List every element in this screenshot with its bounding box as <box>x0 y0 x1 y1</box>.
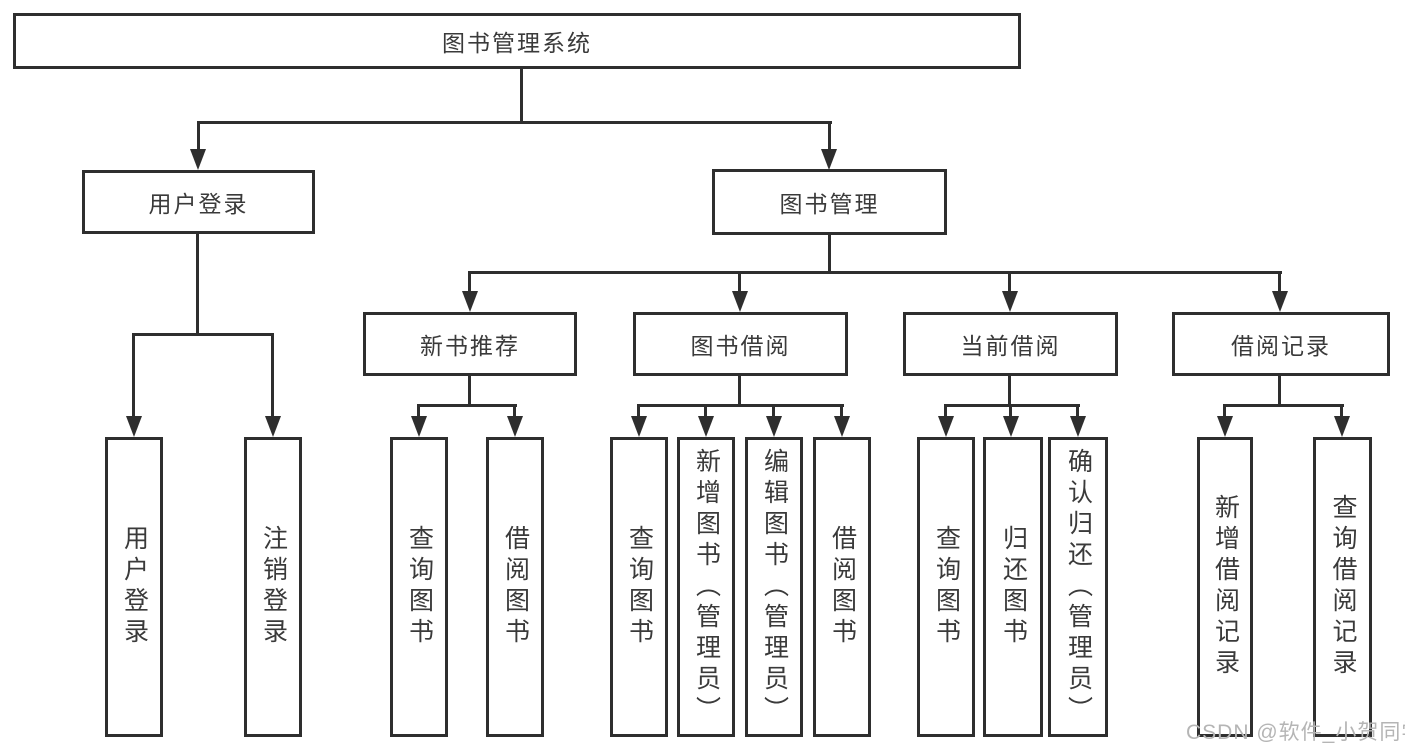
node-root-label: 图书管理系统 <box>442 30 592 56</box>
arrow-down-icon <box>1002 291 1018 312</box>
arrow-down-icon <box>190 149 206 170</box>
leaf-user-login: 用户登录 <box>105 437 163 737</box>
connector-drop-bookborrow <box>738 271 741 294</box>
node-root: 图书管理系统 <box>13 13 1021 69</box>
arrow-down-icon <box>265 416 281 437</box>
node-user-login: 用户登录 <box>82 170 315 234</box>
leaf-return-books: 归还图书 <box>983 437 1043 737</box>
connector-drop <box>772 404 775 419</box>
leaf-query-borrow-record: 查询借阅记录 <box>1313 437 1372 737</box>
connector-bookmgmt-stem <box>828 234 831 274</box>
connector-newbook-stem <box>468 375 471 407</box>
connector-newbook-hline <box>417 404 517 407</box>
connector-drop <box>637 404 640 419</box>
leaf-label: 查询图书 <box>625 525 654 649</box>
leaf-label: 查询图书 <box>932 525 961 649</box>
leaf-add-books-admin: 新增图书（管理员） <box>677 437 735 737</box>
connector-drop <box>1340 404 1343 419</box>
connector-drop <box>417 404 420 419</box>
leaf-add-borrow-record: 新增借阅记录 <box>1197 437 1253 737</box>
connector-currentborrow-stem <box>1008 375 1011 407</box>
arrow-down-icon <box>1334 416 1350 437</box>
node-book-borrow: 图书借阅 <box>633 312 848 376</box>
connector-drop <box>704 404 707 419</box>
leaf-label: 新增图书（管理员） <box>692 447 721 727</box>
connector-drop <box>1009 404 1012 419</box>
arrow-down-icon <box>1070 416 1086 437</box>
node-book-borrow-label: 图书借阅 <box>690 333 791 359</box>
connector-drop <box>944 404 947 419</box>
connector-login-stem <box>196 233 199 336</box>
arrow-down-icon <box>834 416 850 437</box>
connector-root-hline <box>197 121 832 124</box>
connector-bookborrow-hline <box>637 404 844 407</box>
arrow-down-icon <box>821 149 837 170</box>
connector-drop <box>1076 404 1079 419</box>
leaf-label: 查询借阅记录 <box>1329 494 1357 680</box>
leaf-query-books-current: 查询图书 <box>917 437 975 737</box>
node-book-management-label: 图书管理 <box>779 191 880 217</box>
arrow-down-icon <box>411 416 427 437</box>
connector-drop-login-leaf2 <box>271 333 274 418</box>
leaf-borrow-books-recommend: 借阅图书 <box>486 437 544 737</box>
arrow-down-icon <box>1003 416 1019 437</box>
leaf-label: 新增借阅记录 <box>1211 494 1240 680</box>
arrow-down-icon <box>1272 291 1288 312</box>
node-new-book-recommend: 新书推荐 <box>363 312 577 376</box>
leaf-label: 注销登录 <box>259 525 288 649</box>
leaf-label: 编辑图书（管理员） <box>760 447 789 727</box>
leaf-confirm-return-admin: 确认归还（管理员） <box>1048 437 1108 737</box>
leaf-label: 借阅图书 <box>501 525 530 649</box>
leaf-query-books: 查询图书 <box>610 437 668 737</box>
node-current-borrow: 当前借阅 <box>903 312 1118 376</box>
connector-root-stem <box>520 68 523 124</box>
leaf-label: 查询图书 <box>405 525 434 649</box>
leaf-label: 归还图书 <box>999 525 1028 649</box>
connector-drop <box>1223 404 1226 419</box>
connector-drop-borrowrecord <box>1278 271 1281 294</box>
csdn-watermark: CSDN @软件_小贺同学 <box>1186 721 1405 744</box>
node-new-book-recommend-label: 新书推荐 <box>420 333 520 359</box>
connector-drop <box>840 404 843 419</box>
node-book-management: 图书管理 <box>712 169 947 235</box>
connector-currentborrow-hline <box>944 404 1080 407</box>
connector-bookborrow-stem <box>738 375 741 407</box>
connector-drop-login-leaf1 <box>132 333 135 418</box>
connector-drop-newbook <box>468 271 471 294</box>
node-borrow-record: 借阅记录 <box>1172 312 1390 376</box>
leaf-borrow-books: 借阅图书 <box>813 437 871 737</box>
leaf-edit-books-admin: 编辑图书（管理员） <box>745 437 803 737</box>
leaf-label: 确认归还（管理员） <box>1064 447 1093 727</box>
leaf-label: 用户登录 <box>120 525 149 649</box>
leaf-logout: 注销登录 <box>244 437 302 737</box>
arrow-down-icon <box>732 291 748 312</box>
arrow-down-icon <box>507 416 523 437</box>
connector-bookmgmt-hline <box>468 271 1282 274</box>
leaf-query-books-recommend: 查询图书 <box>390 437 448 737</box>
node-borrow-record-label: 借阅记录 <box>1231 333 1331 359</box>
node-user-login-label: 用户登录 <box>148 191 249 217</box>
arrow-down-icon <box>766 416 782 437</box>
arrow-down-icon <box>938 416 954 437</box>
arrow-down-icon <box>1217 416 1233 437</box>
node-current-borrow-label: 当前借阅 <box>960 333 1061 359</box>
connector-drop-login <box>197 121 200 151</box>
arrow-down-icon <box>126 416 142 437</box>
connector-login-hline <box>133 333 274 336</box>
connector-borrowrecord-hline <box>1223 404 1344 407</box>
connector-drop-currentborrow <box>1008 271 1011 294</box>
connector-drop <box>513 404 516 419</box>
connector-borrowrecord-stem <box>1278 375 1281 407</box>
connector-drop-bookmgmt <box>828 121 831 151</box>
arrow-down-icon <box>631 416 647 437</box>
leaf-label: 借阅图书 <box>828 525 857 649</box>
arrow-down-icon <box>462 291 478 312</box>
arrow-down-icon <box>698 416 714 437</box>
